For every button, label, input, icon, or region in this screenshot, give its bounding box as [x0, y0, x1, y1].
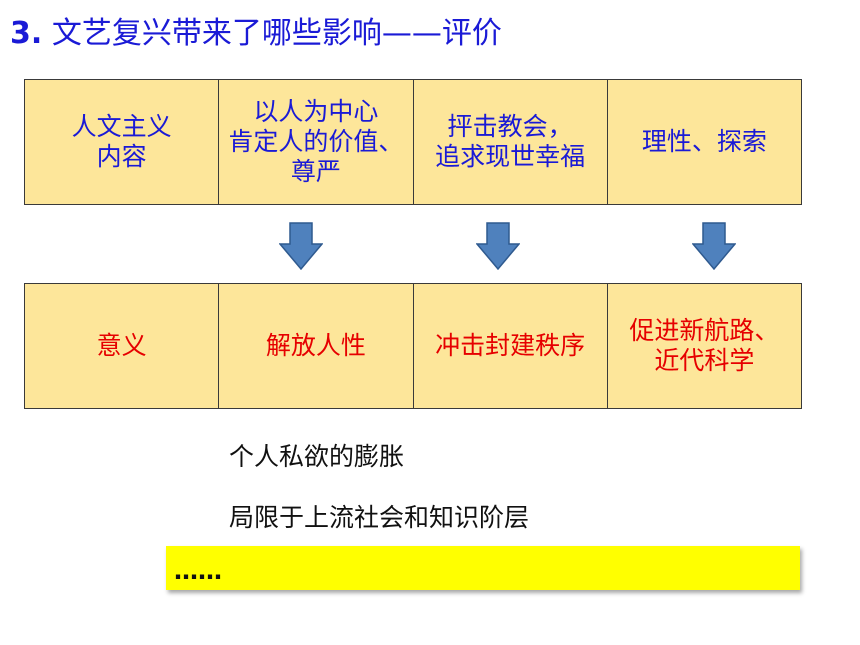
content-cell-human-centered: 以人为中心 肯定人的价值、 尊严 — [219, 80, 414, 204]
content-cell-criticize-church: 抨击教会， 追求现世幸福 — [414, 80, 608, 204]
title-number: 3. — [10, 16, 43, 51]
down-arrow-icon — [279, 222, 323, 270]
significance-row: 意义 解放人性 冲击封建秩序 促进新航路、 近代科学 — [24, 283, 802, 409]
ellipsis-highlight: …… — [166, 546, 800, 590]
down-arrow-icon — [476, 222, 520, 270]
significance-cell-science: 促进新航路、 近代科学 — [629, 316, 780, 375]
page-title: 3. 文艺复兴带来了哪些影响——评价 — [10, 14, 502, 54]
significance-cell-label: 意义 — [25, 284, 220, 408]
limitation-item: 局限于上流社会和知识阶层 — [229, 503, 530, 532]
title-text: 文艺复兴带来了哪些影响——评价 — [42, 16, 502, 51]
limitation-item: 个人私欲的膨胀 — [229, 442, 405, 471]
significance-cell-feudal: 冲击封建秩序 — [414, 284, 608, 408]
down-arrow-icon — [692, 222, 736, 270]
significance-cell-liberate: 解放人性 — [219, 284, 414, 408]
content-cell-reason: 理性、探索 — [641, 127, 767, 156]
content-cell-label: 人文主义 内容 — [25, 80, 220, 204]
content-row: 人文主义 内容 以人为中心 肯定人的价值、 尊严 抨击教会， 追求现世幸福 理性… — [24, 79, 802, 205]
